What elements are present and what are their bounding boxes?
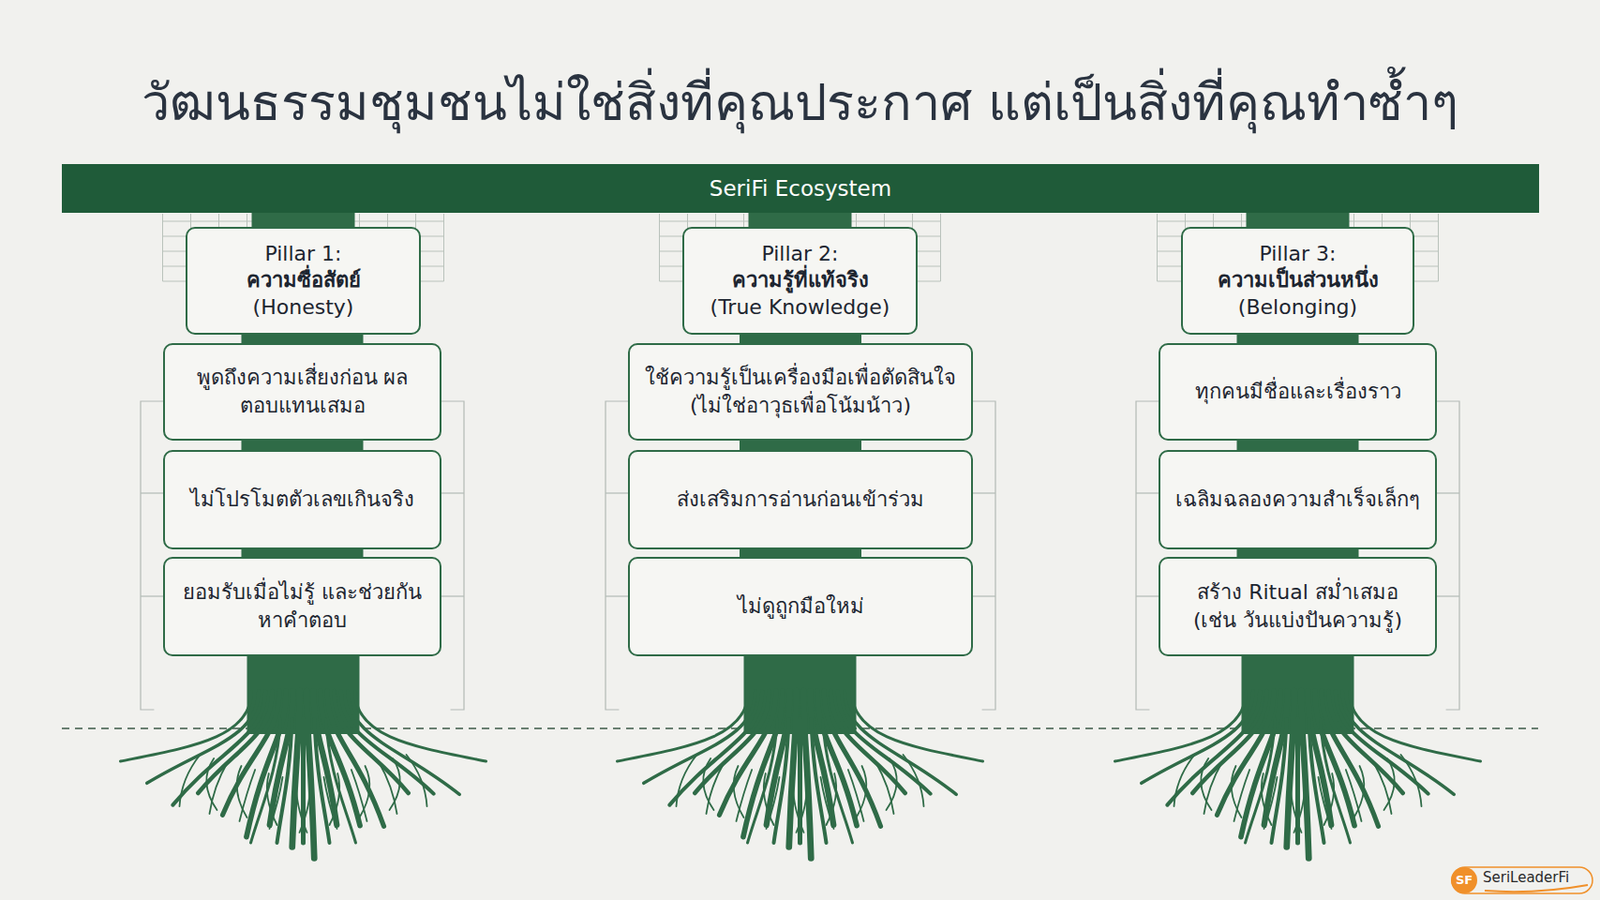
practice-box: สร้าง Ritual สม่ำเสมอ (เช่น วันแบ่งปันคว… <box>1158 556 1437 657</box>
pillar-header-box: Pillar 3:ความเป็นส่วนหนึ่ง(Belonging) <box>1181 226 1415 335</box>
box-text: ใช้ความรู้เป็นเครื่องมือเพื่อตัดสินใจ (ไ… <box>642 363 958 419</box>
box-text: ส่งเสริมการอ่านก่อนเข้าร่วม <box>676 485 925 514</box>
box-text: ทุกคนมีชื่อและเรื่องราว <box>1195 377 1402 406</box>
practice-box: ไม่โปรโมตตัวเลขเกินจริง <box>163 449 442 550</box>
pillar-stem <box>1246 212 1350 227</box>
pillar-stem <box>1237 440 1360 450</box>
practice-box: ทุกคนมีชื่อและเรื่องราว <box>1158 343 1437 441</box>
box-text: ไม่ดูถูกมือใหม่ <box>737 592 865 621</box>
pillar-stem <box>241 334 364 344</box>
box-text: ไม่โปรโมตตัวเลขเกินจริง <box>190 485 415 514</box>
pillar-stem <box>1237 334 1360 344</box>
pillar-stem <box>739 549 862 557</box>
box-text: ยอมรับเมื่อไม่รู้ และช่วยกันหาคำตอบ <box>178 578 427 634</box>
box-text: สร้าง Ritual สม่ำเสมอ (เช่น วันแบ่งปันคว… <box>1173 578 1422 634</box>
box-text: เฉลิมฉลองความสำเร็จเล็กๆ <box>1175 485 1421 514</box>
logo: SFSeriLeaderFi <box>1450 866 1594 895</box>
logo-mark: SF <box>1450 867 1478 894</box>
ecosystem-band: SeriFi Ecosystem <box>61 164 1540 213</box>
practice-box: ยอมรับเมื่อไม่รู้ และช่วยกันหาคำตอบ <box>163 556 442 657</box>
pillar-number: Pillar 3: <box>1258 240 1336 269</box>
box-text: SeriFi Ecosystem <box>709 176 892 201</box>
pillar-number: Pillar 2: <box>761 240 838 269</box>
page-title: วัฒนธรรมชุมชนไม่ใช่สิ่งที่คุณประกาศ แต่เ… <box>0 61 1600 143</box>
pillar-stem <box>739 440 862 450</box>
pillar-stem <box>241 440 364 450</box>
pillar-english: (Honesty) <box>253 294 355 322</box>
pillar-stem <box>1237 549 1360 557</box>
practice-box: ไม่ดูถูกมือใหม่ <box>628 556 973 657</box>
practice-box: ส่งเสริมการอ่านก่อนเข้าร่วม <box>628 449 973 550</box>
pillar-name: ความรู้ที่แท้จริง <box>732 267 869 295</box>
pillar-english: (Belonging) <box>1238 294 1358 322</box>
practice-box: พูดถึงความเสี่ยงก่อน ผลตอบแทนเสมอ <box>163 343 442 441</box>
pillar-decoration <box>1115 213 1481 858</box>
pillar-number: Pillar 1: <box>264 240 342 269</box>
pillar-english: (True Knowledge) <box>710 294 891 322</box>
pillar-decoration <box>120 213 487 858</box>
practice-box: ใช้ความรู้เป็นเครื่องมือเพื่อตัดสินใจ (ไ… <box>628 343 973 441</box>
pillar-stem <box>252 212 356 227</box>
pillar-name: ความซื่อสัตย์ <box>246 267 361 295</box>
pillar-name: ความเป็นส่วนหนึ่ง <box>1217 267 1379 295</box>
logo-wordmark: SeriLeaderFi <box>1482 868 1570 886</box>
pillar-header-box: Pillar 2:ความรู้ที่แท้จริง(True Knowledg… <box>682 226 918 335</box>
practice-box: เฉลิมฉลองความสำเร็จเล็กๆ <box>1158 449 1437 550</box>
pillar-stem <box>739 334 862 344</box>
pillar-stem <box>241 549 364 557</box>
pillar-stem <box>748 212 853 227</box>
pillar-decoration <box>605 213 996 858</box>
box-text: พูดถึงความเสี่ยงก่อน ผลตอบแทนเสมอ <box>178 363 427 419</box>
pillar-header-box: Pillar 1:ความซื่อสัตย์(Honesty) <box>185 226 421 335</box>
